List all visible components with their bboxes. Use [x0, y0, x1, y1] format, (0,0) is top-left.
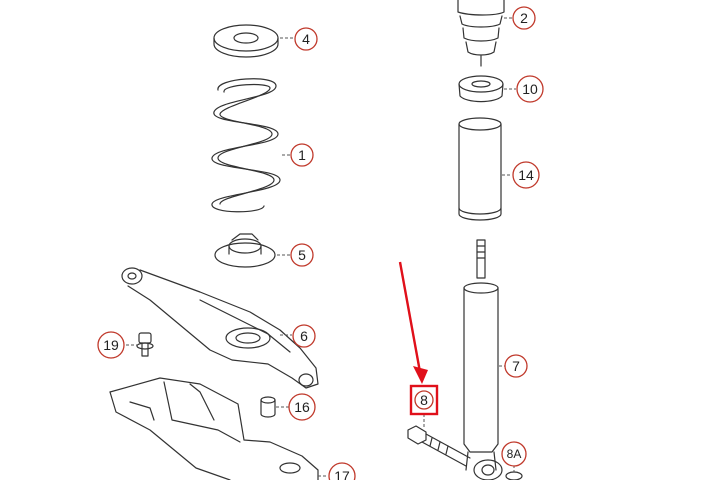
callout-1: 1: [290, 143, 314, 167]
svg-text:4: 4: [302, 31, 310, 47]
part-bolt-8: [407, 425, 471, 467]
svg-text:16: 16: [294, 399, 310, 415]
callout-2: 2: [512, 6, 536, 30]
svg-text:14: 14: [518, 167, 534, 183]
part-trailing-arm: [121, 267, 319, 389]
svg-text:1: 1: [298, 147, 306, 163]
part-subframe: [109, 377, 319, 480]
callout-8-highlighted: 8: [409, 384, 439, 416]
svg-text:8A: 8A: [507, 447, 522, 461]
svg-text:6: 6: [300, 328, 308, 344]
part-shock-absorber: [463, 239, 503, 480]
part-spring-seat-upper: [213, 24, 279, 58]
svg-text:7: 7: [512, 358, 520, 374]
svg-text:19: 19: [103, 337, 119, 353]
part-bush: [260, 396, 276, 418]
svg-text:17: 17: [334, 468, 350, 480]
callout-19: 19: [97, 331, 125, 359]
callout-8a: 8A: [501, 441, 527, 467]
svg-text:10: 10: [522, 81, 538, 97]
part-bolt-small: [136, 332, 154, 357]
svg-text:2: 2: [520, 10, 528, 26]
part-protective-sleeve: [458, 117, 502, 221]
part-coil-spring: [211, 78, 281, 213]
part-bump-stop: [457, 0, 505, 67]
part-top-mount: [458, 75, 504, 103]
svg-text:5: 5: [298, 247, 306, 263]
callout-10: 10: [516, 75, 544, 103]
callout-4: 4: [294, 27, 318, 51]
callout-7: 7: [504, 354, 528, 378]
highlight-arrow: [398, 261, 428, 384]
callout-17: 17: [328, 462, 356, 480]
callout-14: 14: [512, 161, 540, 189]
part-nut-8a: [505, 471, 523, 480]
callout-16: 16: [288, 393, 316, 421]
callout-6: 6: [292, 324, 316, 348]
svg-text:8: 8: [420, 392, 428, 408]
callout-5: 5: [290, 243, 314, 267]
part-spring-seat-lower: [214, 233, 276, 268]
